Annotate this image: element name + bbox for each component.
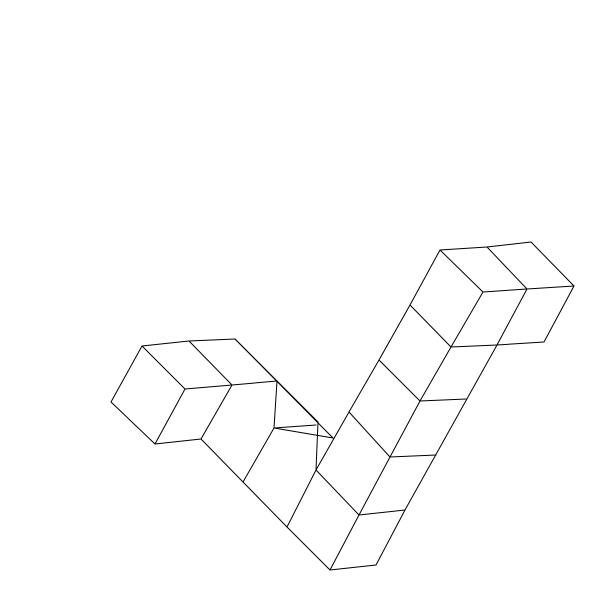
cube-edge-33 [419, 398, 467, 402]
cube-edge-36 [419, 346, 452, 402]
cube-edge-29 [389, 454, 437, 458]
cube-edge-0 [141, 340, 190, 347]
cube-edge-40 [450, 291, 484, 348]
cube-edge-2 [110, 345, 143, 403]
cube-edge-30 [315, 411, 350, 471]
cube-edges [110, 241, 575, 571]
cube-edge-41 [482, 288, 528, 293]
cube-edge-37 [450, 344, 498, 348]
cube-edge-20 [286, 526, 331, 571]
cube-edge-1 [188, 338, 236, 342]
cube-edge-18 [286, 469, 317, 528]
cube-edge-5 [154, 388, 186, 445]
cube-edge-12 [200, 438, 244, 483]
cube-edge-14 [273, 380, 278, 429]
cube-edge-8 [154, 438, 202, 445]
cube-edge-13 [242, 427, 275, 483]
cube-edge-43 [439, 249, 484, 293]
cube-edge-17 [242, 481, 288, 528]
cube-edge-48 [526, 285, 575, 290]
cube-edge-32 [389, 400, 421, 458]
cube-edge-35 [378, 359, 421, 402]
cube-edge-34 [348, 359, 380, 413]
cube-edge-19 [315, 421, 319, 471]
cube-edge-3 [110, 401, 156, 445]
cube-edge-26 [358, 509, 406, 516]
cube-edge-28 [358, 456, 391, 516]
cube-edge-39 [409, 304, 452, 348]
cube-edge-52 [404, 344, 498, 511]
cube-edge-44 [439, 246, 488, 251]
cube-edge-47 [530, 241, 575, 287]
cube-edge-16 [273, 424, 317, 429]
cube-edge-50 [496, 341, 545, 346]
cube-edge-22 [273, 427, 334, 439]
cube-edge-6 [184, 384, 233, 390]
cube-edge-4 [141, 345, 186, 390]
cube-edge-46 [486, 246, 528, 290]
cube-edge-10 [231, 380, 278, 386]
cube-edge-49 [543, 285, 575, 343]
cube-edge-31 [348, 411, 391, 458]
cube-edge-42 [409, 249, 441, 306]
cube-edge-38 [378, 304, 411, 361]
cube-edge-23 [329, 564, 377, 571]
cube-edge-21 [234, 338, 334, 439]
cube-edge-27 [315, 469, 360, 516]
cube-edge-25 [329, 514, 360, 571]
cube-edge-9 [200, 384, 233, 440]
cube-edge-7 [188, 340, 233, 386]
cube-edge-45 [486, 241, 532, 248]
cube-edge-24 [375, 509, 406, 566]
cube-edge-51 [496, 288, 528, 346]
